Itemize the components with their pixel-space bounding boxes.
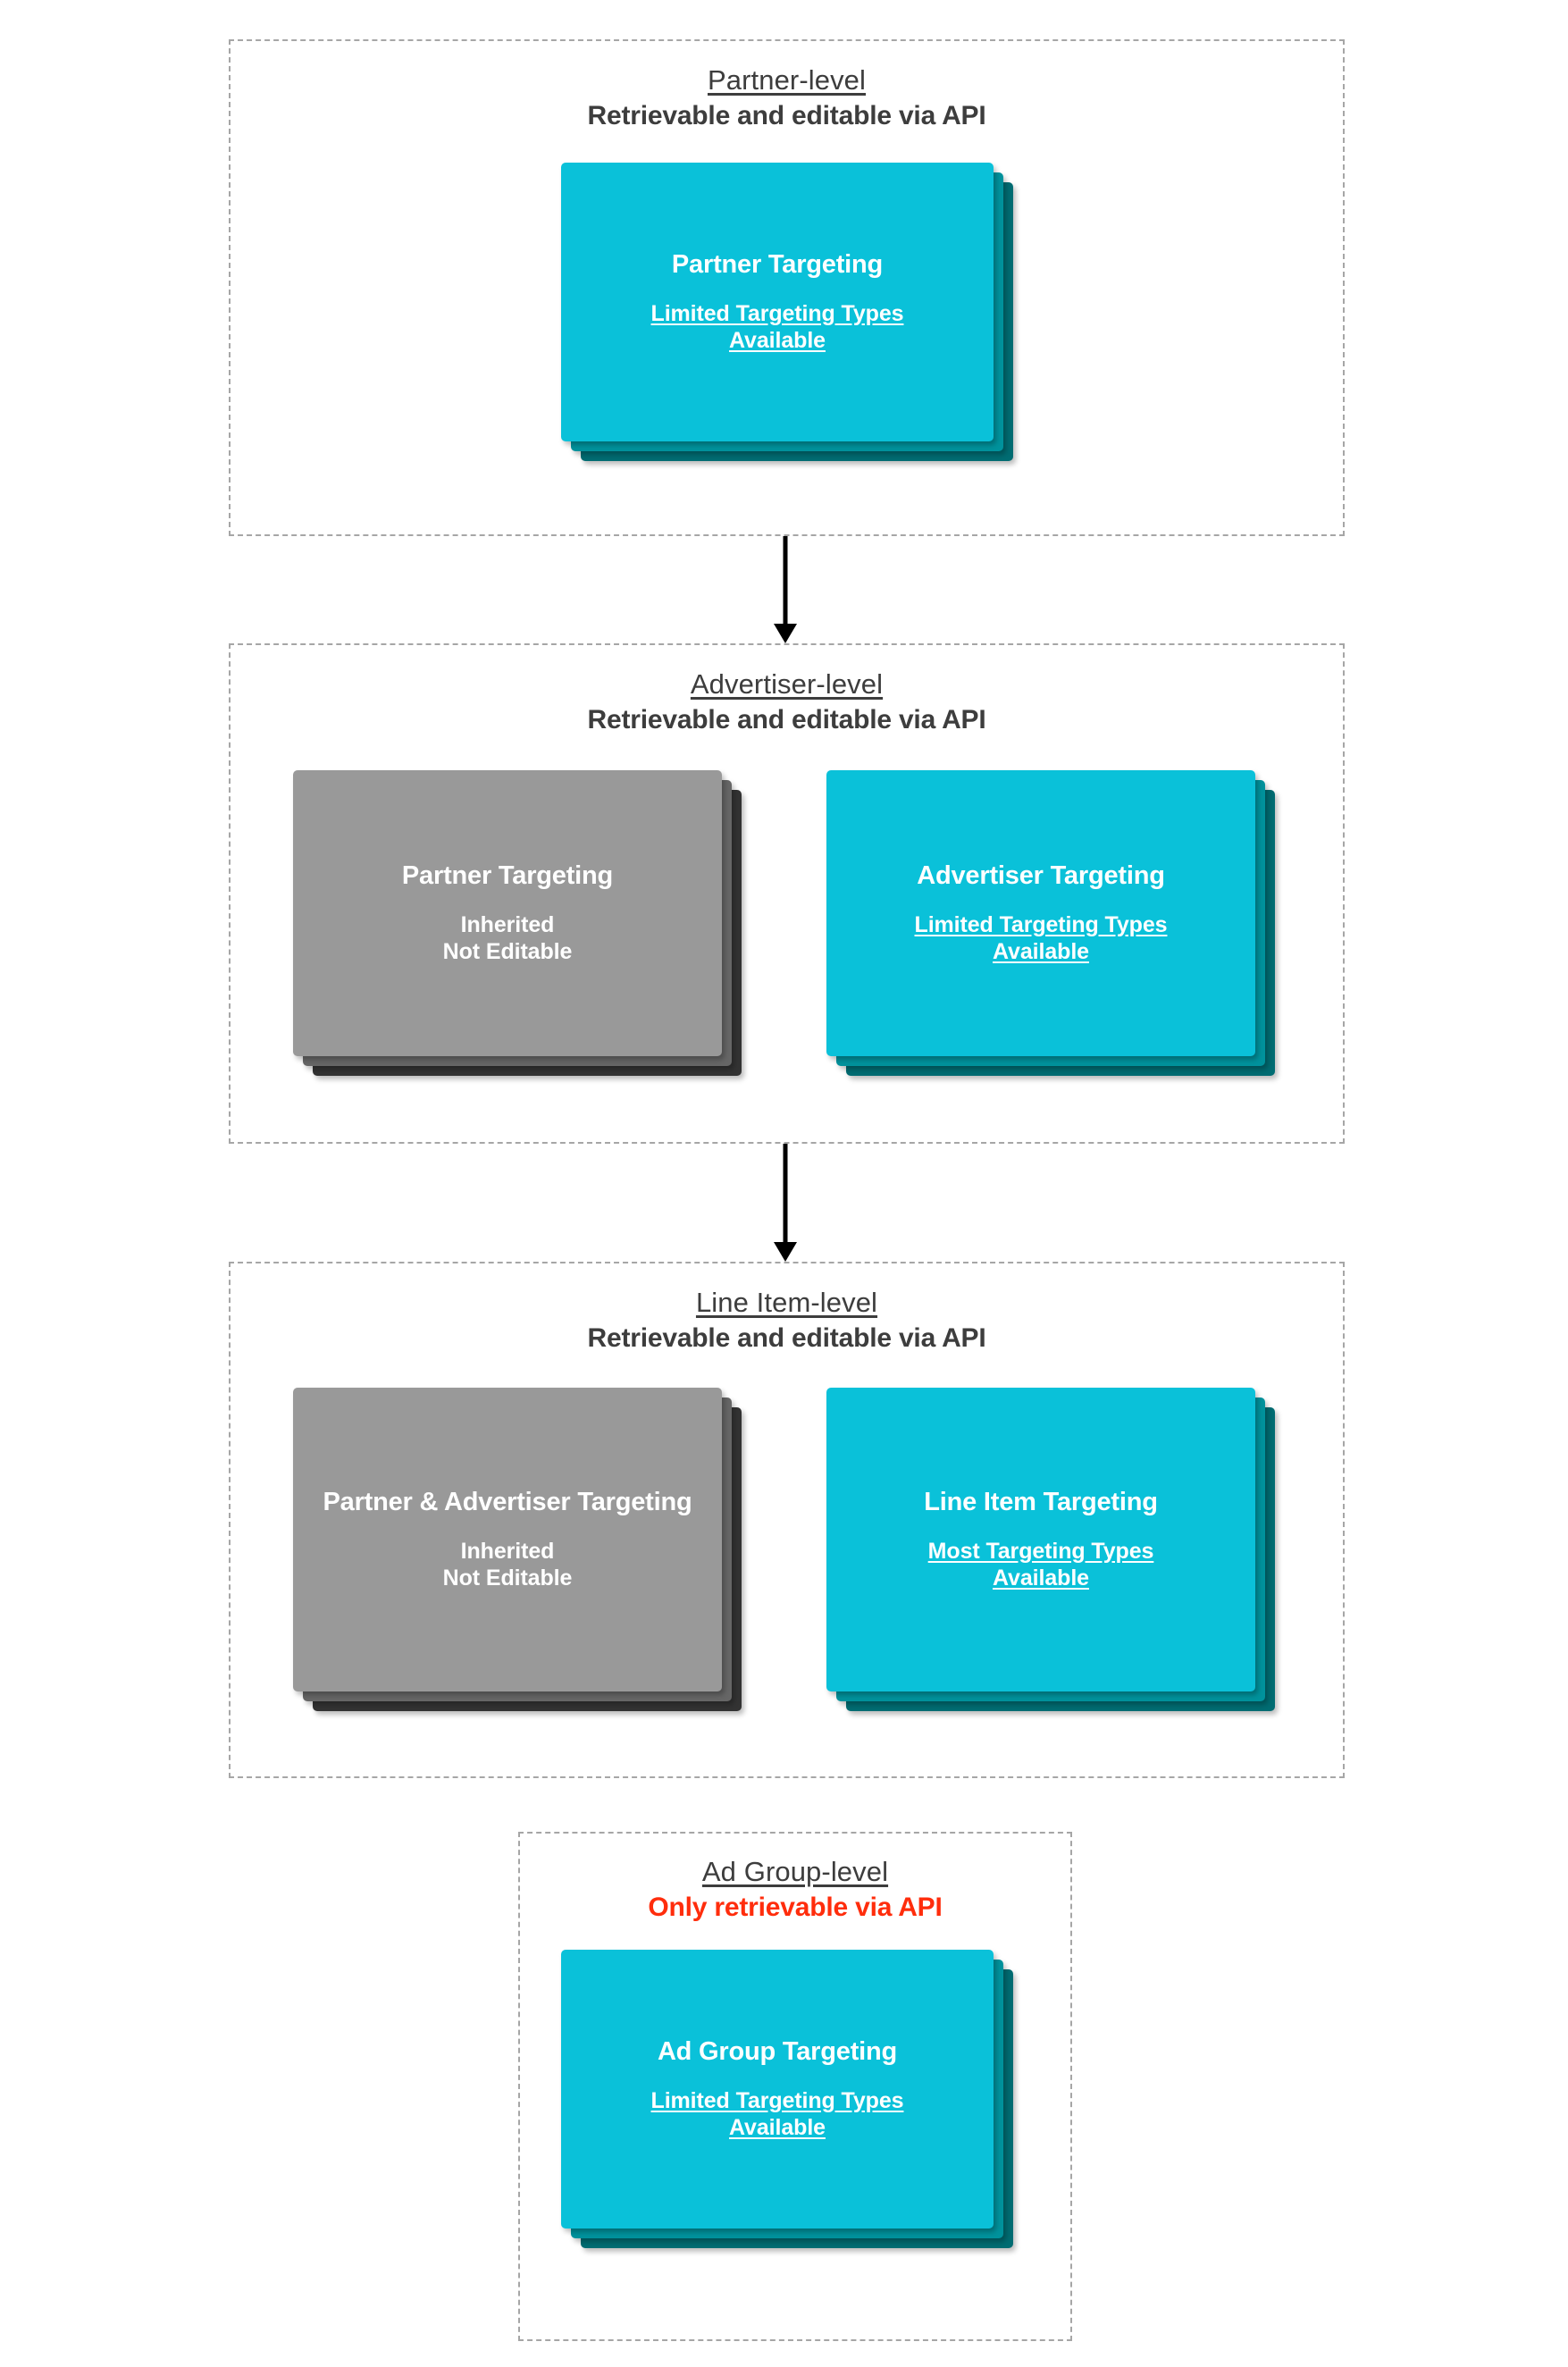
card-layer-front: Ad Group Targeting Limited Targeting Typ… xyxy=(561,1950,994,2229)
card-title: Partner Targeting xyxy=(671,250,884,280)
card-advertiser-targeting[interactable]: Advertiser Targeting Limited Targeting T… xyxy=(826,770,1275,1076)
card-note-line-2: Available xyxy=(993,1565,1089,1591)
card-ad-group-targeting[interactable]: Ad Group Targeting Limited Targeting Typ… xyxy=(561,1950,1013,2248)
level-subtitle-adgroup: Only retrievable via API xyxy=(648,1892,943,1922)
card-inherited-partner-advertiser-targeting[interactable]: Partner & Advertiser Targeting Inherited… xyxy=(293,1388,742,1711)
card-title: Ad Group Targeting xyxy=(657,2037,898,2067)
card-line-item-targeting[interactable]: Line Item Targeting Most Targeting Types… xyxy=(826,1388,1275,1711)
level-title-lineitem: Line Item-level xyxy=(695,1287,878,1318)
card-note: Most Targeting Types Available xyxy=(928,1538,1154,1592)
level-subtitle-advertiser: Retrievable and editable via API xyxy=(587,704,986,734)
card-note-line-2: Available xyxy=(993,939,1089,965)
card-note-line-2: Not Editable xyxy=(442,939,573,965)
card-note-line-2: Available xyxy=(729,328,826,354)
level-heading-advertiser: Advertiser-level Retrievable and editabl… xyxy=(229,668,1345,736)
connector-arrow-advertiser-to-lineitem xyxy=(774,1144,797,1262)
card-note-line-1: Limited Targeting Types xyxy=(650,300,904,326)
card-note-line-1: Inherited xyxy=(460,911,555,937)
card-layer-front: Partner & Advertiser Targeting Inherited… xyxy=(293,1388,722,1691)
level-heading-partner: Partner-level Retrievable and editable v… xyxy=(229,64,1345,132)
card-note-line-2: Not Editable xyxy=(442,1565,573,1591)
card-note: Inherited Not Editable xyxy=(443,1538,573,1592)
arrow-shaft xyxy=(783,536,788,624)
card-note-line-2: Available xyxy=(729,2115,826,2141)
level-subtitle-partner: Retrievable and editable via API xyxy=(587,100,986,130)
arrow-head-icon xyxy=(774,624,797,643)
arrow-shaft xyxy=(783,1144,788,1242)
card-note: Limited Targeting Types Available xyxy=(651,2087,904,2142)
card-note-line-1: Limited Targeting Types xyxy=(914,911,1168,937)
card-note: Limited Targeting Types Available xyxy=(651,300,904,355)
card-layer-front: Partner Targeting Limited Targeting Type… xyxy=(561,163,994,441)
card-layer-front: Partner Targeting Inherited Not Editable xyxy=(293,770,722,1056)
card-title: Partner & Advertiser Targeting xyxy=(323,1488,692,1517)
card-partner-targeting[interactable]: Partner Targeting Limited Targeting Type… xyxy=(561,163,1013,461)
level-heading-adgroup: Ad Group-level Only retrievable via API xyxy=(518,1856,1072,1924)
card-note: Inherited Not Editable xyxy=(443,911,573,966)
card-note-line-1: Most Targeting Types xyxy=(927,1538,1154,1564)
level-title-partner: Partner-level xyxy=(707,64,867,96)
card-title: Line Item Targeting xyxy=(924,1488,1158,1517)
card-title: Advertiser Targeting xyxy=(917,861,1165,891)
card-layer-front: Advertiser Targeting Limited Targeting T… xyxy=(826,770,1255,1056)
card-inherited-partner-targeting[interactable]: Partner Targeting Inherited Not Editable xyxy=(293,770,742,1076)
card-layer-front: Line Item Targeting Most Targeting Types… xyxy=(826,1388,1255,1691)
level-title-adgroup: Ad Group-level xyxy=(701,1856,889,1887)
level-heading-lineitem: Line Item-level Retrievable and editable… xyxy=(229,1287,1345,1355)
level-subtitle-lineitem: Retrievable and editable via API xyxy=(587,1322,986,1353)
card-title: Partner Targeting xyxy=(401,861,614,891)
connector-arrow-partner-to-advertiser xyxy=(774,536,797,643)
arrow-head-icon xyxy=(774,1242,797,1262)
card-note-line-1: Inherited xyxy=(460,1538,555,1564)
card-note: Limited Targeting Types Available xyxy=(915,911,1168,966)
card-note-line-1: Limited Targeting Types xyxy=(650,2087,904,2113)
level-title-advertiser: Advertiser-level xyxy=(690,668,884,700)
